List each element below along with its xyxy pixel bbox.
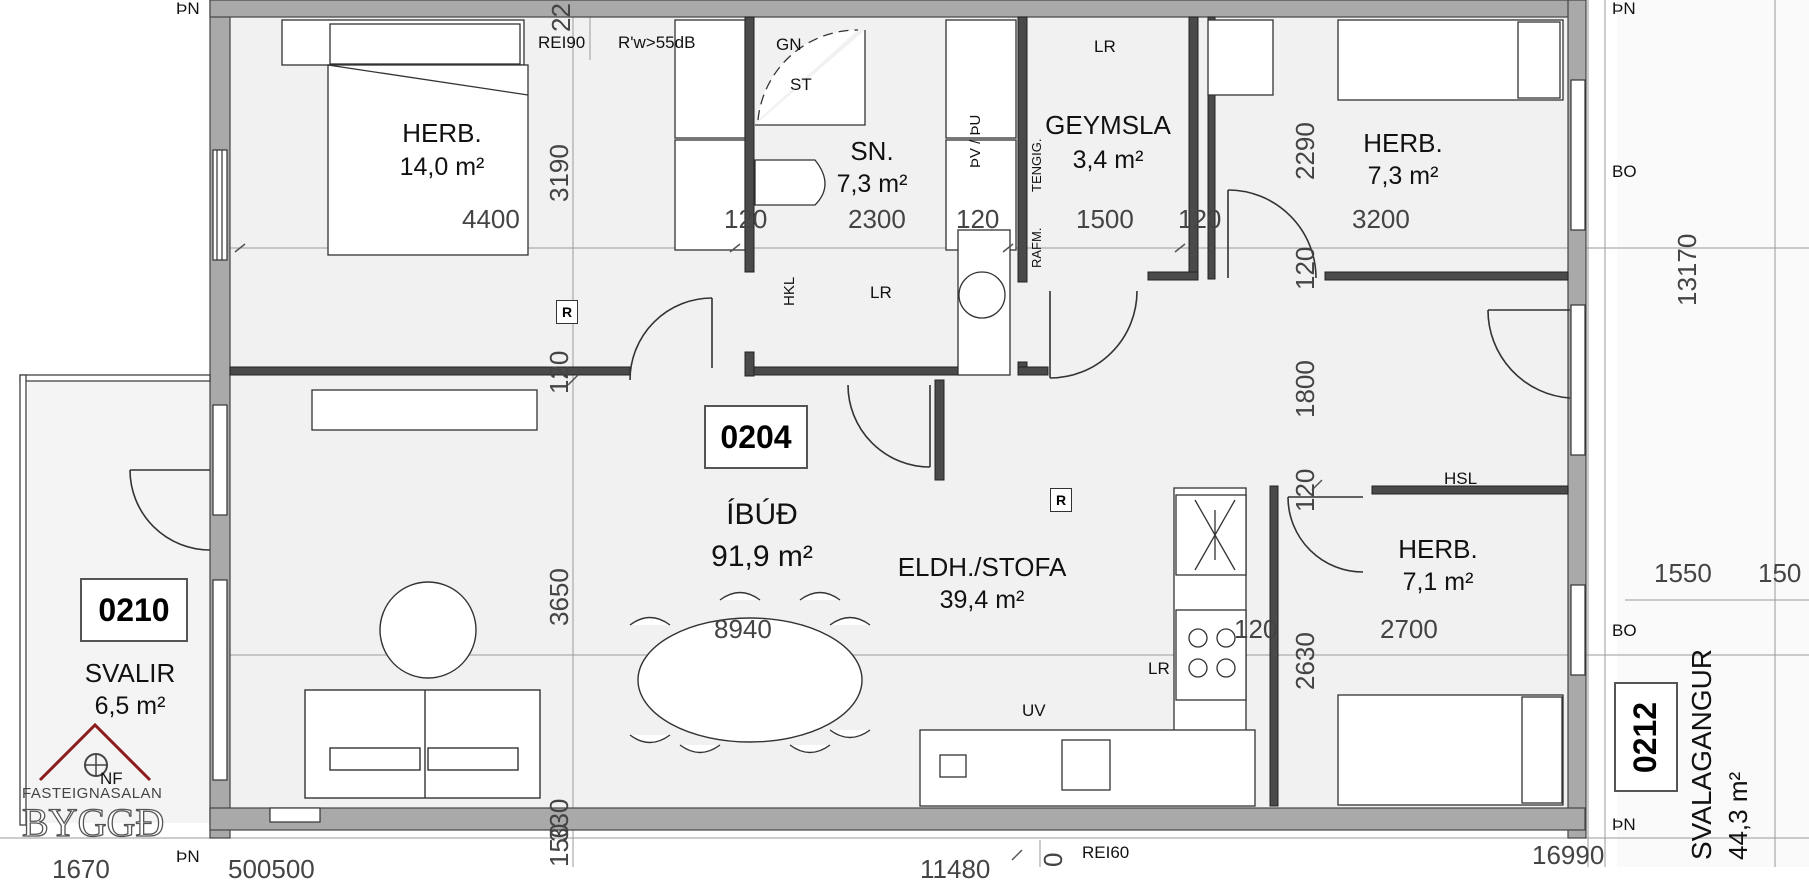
- corridor-name: SVALAGANGUR: [1686, 648, 1717, 860]
- room-name-eldhus: ELDH./STOFA: [897, 552, 1067, 582]
- dim-v-120-c: 120: [1290, 468, 1320, 512]
- room-area-herb1: 14,0 m²: [399, 153, 485, 181]
- dim-150-right: 150: [1758, 558, 1802, 588]
- label-hsl: HSL: [1444, 469, 1478, 488]
- logo-text-bottom: BYGGÐ: [21, 800, 165, 845]
- label-lr-3: LR: [1148, 659, 1170, 678]
- dim-v-1800: 1800: [1290, 360, 1320, 418]
- room-name-herb3: HERB.: [1398, 534, 1478, 564]
- fire-rating-rei90: REI90: [538, 33, 586, 52]
- dim-120-b: 120: [956, 204, 1000, 234]
- room-name-geymsla: GEYMSLA: [1045, 110, 1171, 140]
- label-rafm: RAFM.: [1029, 227, 1044, 268]
- room-name-sn: SN.: [850, 136, 894, 166]
- room-area-sn: 7,3 m²: [836, 170, 908, 198]
- marker-r-2: R: [1050, 488, 1072, 512]
- dim-1500: 1500: [1076, 204, 1134, 234]
- apartment-area: 91,9 m²: [711, 540, 813, 573]
- label-hkl: HKL: [781, 276, 798, 306]
- label-pvpu: ÞV / ÞU: [967, 114, 984, 168]
- logo-house-icon: [38, 722, 152, 782]
- label-bo-1: BO: [1612, 162, 1637, 181]
- label-gn: GN: [776, 35, 802, 54]
- room-area-herb2: 7,3 m²: [1367, 162, 1439, 190]
- room-area-herb3: 7,1 m²: [1402, 568, 1474, 596]
- apartment-label: ÍBÚÐ: [726, 498, 798, 531]
- room-area-eldhus: 39,4 m²: [939, 586, 1025, 614]
- dim-3200: 3200: [1352, 204, 1410, 234]
- dim-v-3190: 3190: [544, 144, 574, 202]
- label-st: ST: [790, 75, 812, 94]
- dim-v-13170: 13170: [1672, 233, 1702, 306]
- fire-rating-rei60: REI60: [1082, 843, 1130, 862]
- dim-v-120-b: 120: [1290, 246, 1320, 290]
- dim-11480: 11480: [920, 854, 991, 884]
- room-name-herb1: HERB.: [402, 118, 482, 148]
- marker-r-1: R: [556, 300, 578, 324]
- room-area-geymsla: 3,4 m²: [1072, 146, 1144, 174]
- corridor-area: 44,3 m²: [1723, 771, 1753, 860]
- dim-v-22: 22: [546, 3, 576, 32]
- label-pn-3: ÞN: [176, 847, 200, 866]
- corridor-number-box: 0212: [1614, 682, 1678, 792]
- label-lr-2: LR: [870, 283, 892, 302]
- label-pn-4: ÞN: [1612, 815, 1636, 834]
- label-lr-1: LR: [1094, 37, 1116, 56]
- dim-120-d: 120: [1234, 614, 1278, 644]
- balcony-name: SVALIR: [84, 658, 176, 688]
- dim-4400: 4400: [462, 204, 520, 234]
- dim-v-2290: 2290: [1290, 122, 1320, 180]
- dim-v-150: 150: [544, 823, 574, 867]
- dim-v-2630: 2630: [1290, 632, 1320, 690]
- dim-1550: 1550: [1654, 558, 1712, 588]
- sound-rating: R'w>55dB: [618, 33, 696, 52]
- dim-500500: 500500: [228, 854, 315, 884]
- room-name-herb2: HERB.: [1363, 128, 1443, 158]
- balcony-area: 6,5 m²: [94, 692, 166, 720]
- balcony-number-box: 0210: [80, 578, 188, 642]
- dim-16990: 16990: [1532, 840, 1605, 870]
- label-bo-2: BO: [1612, 621, 1637, 640]
- dim-8940: 8940: [714, 614, 772, 644]
- dim-2300: 2300: [848, 204, 906, 234]
- dim-2700: 2700: [1380, 614, 1438, 644]
- dim-v-120-a: 120: [544, 350, 574, 394]
- dim-1670: 1670: [52, 854, 110, 884]
- dim-120-a: 120: [724, 204, 768, 234]
- dim-120-c: 120: [1178, 204, 1222, 234]
- label-nf: NF: [100, 769, 123, 788]
- dim-v-0: 0: [1038, 852, 1068, 867]
- label-pn-2: ÞN: [1612, 0, 1636, 18]
- apartment-number-box: 0204: [704, 405, 808, 469]
- dim-v-3650: 3650: [544, 568, 574, 626]
- label-tengig: TENGIG.: [1029, 138, 1044, 192]
- label-uv: UV: [1022, 701, 1046, 720]
- logo-text-top: FASTEIGNASALAN: [22, 785, 163, 802]
- label-pn-1: ÞN: [176, 0, 200, 18]
